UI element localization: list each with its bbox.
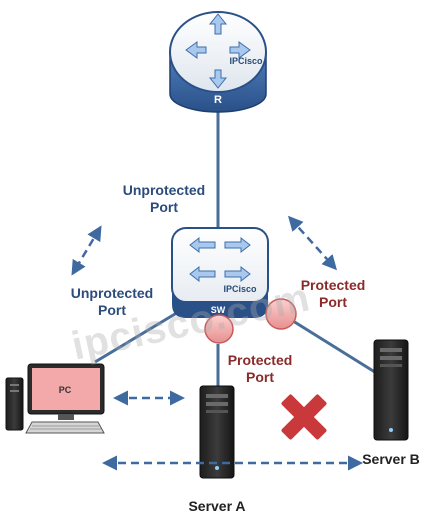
protected-right-line1: Protected: [300, 277, 366, 293]
server-b-label: Server B: [362, 451, 420, 467]
arrow-router-serverb-traffic: [287, 215, 338, 271]
router-icon[interactable]: [169, 11, 267, 113]
pc-label: PC: [59, 385, 72, 395]
router-brand: IPCisco: [229, 56, 263, 66]
unprotected-port-left-label: Unprotected Port: [58, 285, 166, 319]
switch-icon[interactable]: [171, 227, 269, 318]
switch-pc-link: [94, 306, 186, 364]
protected-port-mid-label: Protected Port: [220, 352, 300, 386]
protected-port-servera[interactable]: [204, 314, 234, 344]
switch-brand: IPCisco: [223, 284, 257, 294]
switch-label: SW: [211, 305, 226, 315]
switch-serverb-link: [284, 314, 379, 376]
arrow-router-pc-traffic: [71, 225, 102, 276]
protected-port-right-label: Protected Port: [292, 277, 374, 311]
protected-mid-line1: Protected: [227, 352, 293, 368]
unprotected-top-line2: Port: [150, 199, 178, 215]
blocked-x-icon: [281, 394, 327, 440]
unprotected-port-top-label: Unprotected Port: [110, 182, 218, 216]
server-a-label: Server A: [188, 498, 246, 514]
unprotected-left-line1: Unprotected: [70, 285, 154, 301]
protected-mid-line2: Port: [246, 369, 274, 385]
unprotected-top-line1: Unprotected: [122, 182, 206, 198]
router-label: R: [214, 94, 222, 106]
unprotected-left-line2: Port: [98, 302, 126, 318]
server-b-icon[interactable]: [373, 339, 409, 441]
protected-port-serverb[interactable]: [265, 298, 297, 330]
protected-right-line2: Port: [319, 294, 347, 310]
pc-icon[interactable]: [5, 363, 105, 434]
